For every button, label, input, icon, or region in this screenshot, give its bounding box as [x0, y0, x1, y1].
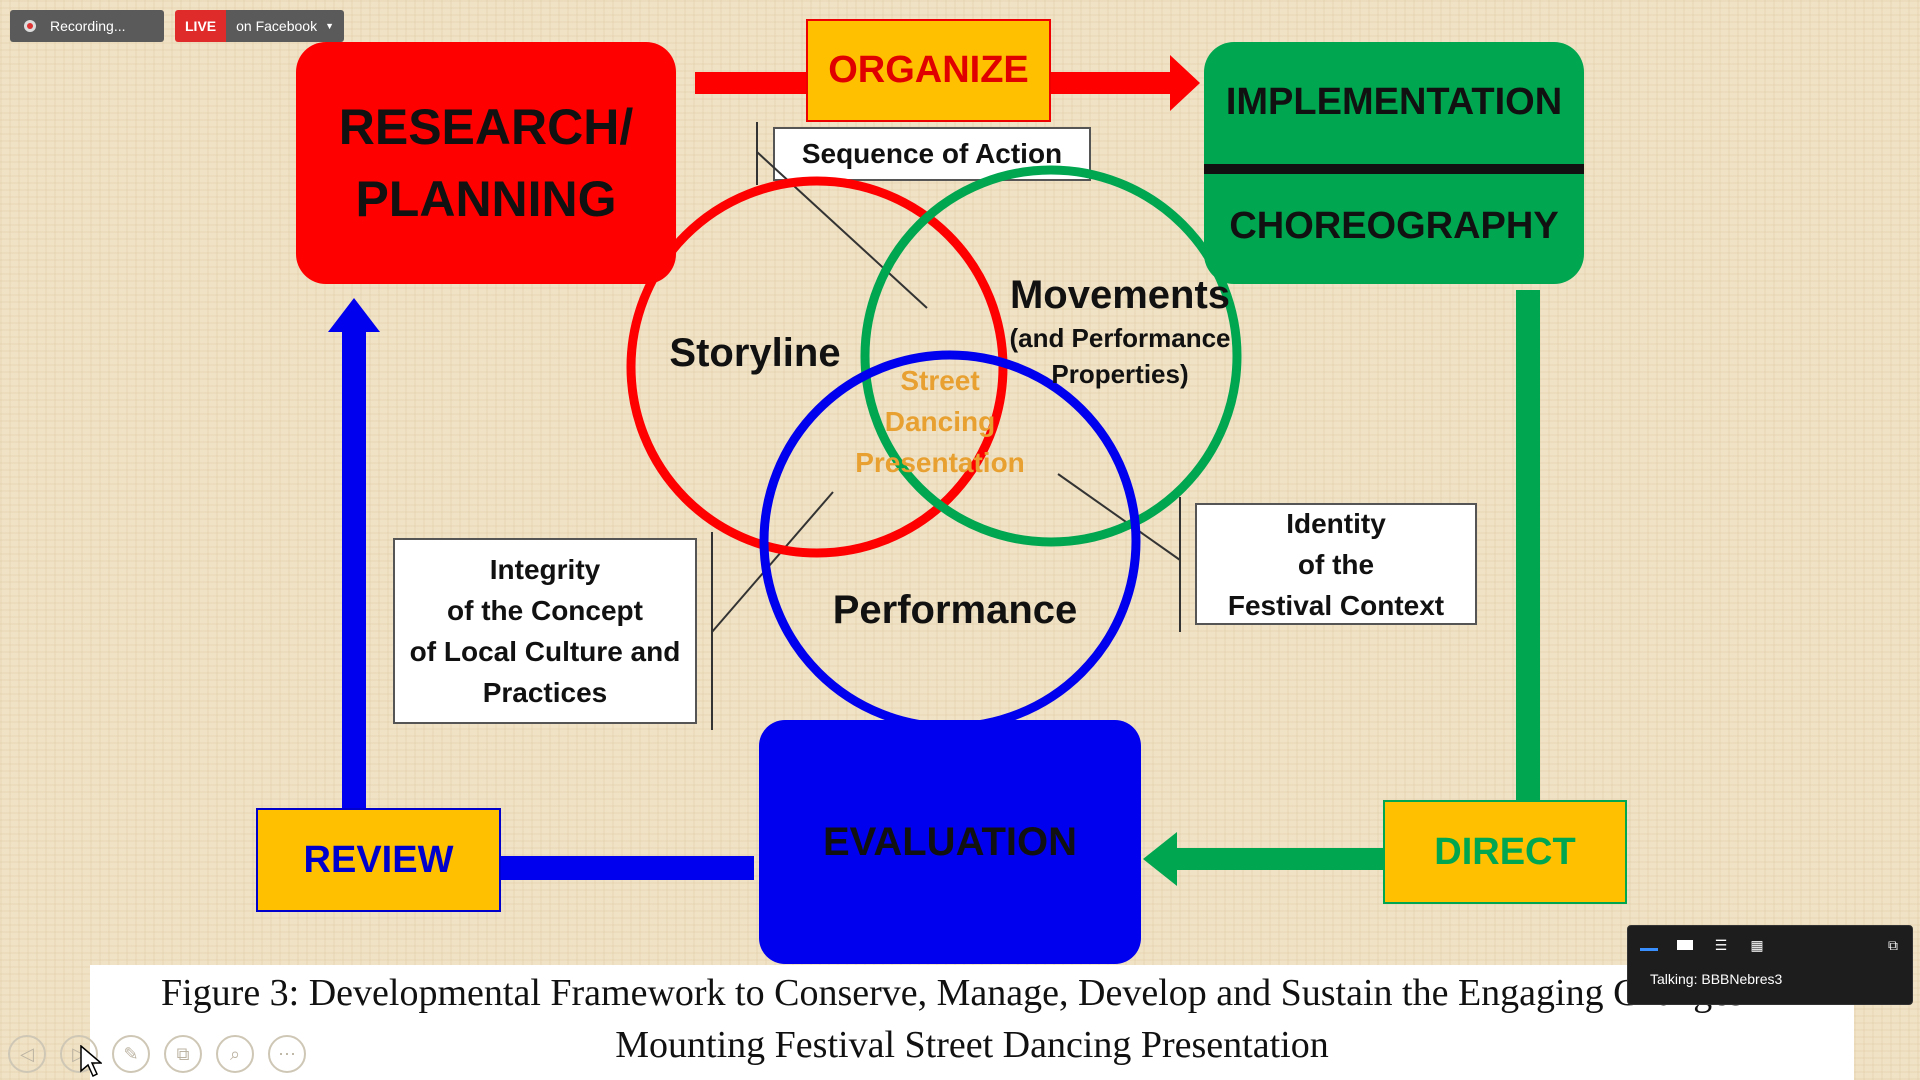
direct-label: DIRECT — [1434, 830, 1576, 873]
caption-line-1: Figure 3: Developmental Framework to Con… — [160, 972, 1784, 1014]
center-label-wrap: Street Dancing Presentation — [830, 358, 1050, 484]
minimize-view-icon[interactable] — [1640, 940, 1658, 951]
sequence-leader-line — [756, 151, 928, 309]
more-options-icon[interactable]: ⋯ — [268, 1035, 306, 1073]
recording-label: Recording... — [50, 18, 126, 34]
integrity-line-1: Integrity — [489, 554, 601, 585]
live-badge: LIVE — [175, 10, 227, 42]
identity-line-1: Identity — [1286, 507, 1386, 539]
integrity-line-2: of the Concept — [447, 595, 643, 626]
meeting-video-panel[interactable]: ☰ ▦ ⧉ Talking: BBBNebres3 — [1627, 925, 1913, 1005]
organize-label: ORGANIZE — [828, 49, 1029, 91]
center-label-3: Presentation — [855, 446, 1025, 478]
direct-arrow-shaft — [1175, 848, 1385, 870]
caret-down-icon: ▼ — [325, 21, 334, 31]
pen-icon[interactable]: ✎ — [112, 1035, 150, 1073]
storyline-label-wrap: Storyline — [650, 325, 860, 381]
integrity-line-4: Practices — [482, 677, 608, 708]
choreography-cell: CHOREOGRAPHY — [1204, 176, 1584, 276]
record-icon — [24, 20, 36, 32]
caption-line-2: Mounting Festival Street Dancing Present… — [615, 1024, 1329, 1066]
review-connector — [498, 856, 754, 880]
talking-indicator: Talking: BBBNebres3 — [1650, 971, 1783, 987]
annotation-toolbar: ◁ ▷ ✎ ⧉ ⌕ ⋯ — [8, 1035, 306, 1073]
implementation-box: IMPLEMENTATION CHOREOGRAPHY — [1204, 42, 1584, 284]
review-arrow-head — [328, 298, 380, 332]
live-stream-control[interactable]: LIVE on Facebook ▼ — [175, 10, 344, 42]
implementation-connector — [1516, 290, 1540, 810]
identity-line-2: of the — [1297, 548, 1375, 580]
live-destination-label: on Facebook — [236, 18, 318, 34]
exit-panel-icon[interactable]: ⧉ — [1888, 936, 1898, 953]
evaluation-box: EVALUATION — [759, 720, 1141, 964]
choreography-label: CHOREOGRAPHY — [1229, 204, 1559, 247]
research-planning-box: RESEARCH/ PLANNING — [296, 42, 676, 284]
planning-label: PLANNING — [355, 171, 617, 227]
direct-box: DIRECT — [1383, 800, 1627, 904]
sequence-of-action-label: Sequence of Action — [801, 138, 1063, 169]
slides-icon[interactable]: ⧉ — [164, 1035, 202, 1073]
zoom-icon[interactable]: ⌕ — [216, 1035, 254, 1073]
thumbnail-view-icon[interactable] — [1676, 938, 1694, 952]
performance-label: Performance — [832, 587, 1078, 632]
direct-arrow-head — [1143, 832, 1177, 886]
figure-caption: Figure 3: Developmental Framework to Con… — [90, 965, 1854, 1080]
divider — [1204, 164, 1584, 174]
implementation-label: IMPLEMENTATION — [1225, 80, 1563, 123]
movements-label: Movements — [1009, 273, 1231, 317]
movements-label-wrap: Movements (and Performance Properties) — [1000, 268, 1240, 394]
center-label-2: Dancing — [884, 405, 996, 437]
review-label: REVIEW — [303, 838, 454, 881]
recording-indicator[interactable]: Recording... — [10, 10, 164, 42]
gallery-view-icon[interactable]: ▦ — [1750, 936, 1764, 953]
live-destination-dropdown[interactable]: on Facebook ▼ — [226, 10, 344, 42]
evaluation-label: EVALUATION — [822, 819, 1078, 864]
center-label-1: Street — [900, 364, 980, 396]
previous-icon[interactable]: ◁ — [8, 1035, 46, 1073]
performance-label-wrap: Performance — [810, 580, 1100, 640]
identity-line-3: Festival Context — [1227, 589, 1445, 621]
speaker-view-icon[interactable]: ☰ — [1714, 936, 1728, 953]
review-arrow-shaft — [342, 330, 366, 810]
research-label: RESEARCH/ — [338, 99, 634, 155]
organize-arrow-head — [1170, 55, 1200, 111]
review-box: REVIEW — [256, 808, 501, 912]
implementation-cell: IMPLEMENTATION — [1204, 42, 1584, 162]
view-mode-bar: ☰ ▦ — [1640, 936, 1766, 953]
mouse-cursor-icon — [80, 1045, 102, 1077]
movements-sub-label-1: (and Performance — [1009, 323, 1231, 353]
integrity-leader-line — [711, 491, 834, 633]
organize-box: ORGANIZE — [806, 19, 1051, 122]
integrity-box: Integrity of the Concept of Local Cultur… — [393, 538, 697, 724]
movements-circle — [860, 165, 1242, 547]
integrity-line-3: of Local Culture and — [409, 636, 681, 667]
storyline-label: Storyline — [669, 330, 841, 375]
identity-box: Identity of the Festival Context — [1195, 503, 1477, 625]
movements-sub-label-2: Properties) — [1051, 359, 1189, 389]
identity-leader-line — [1057, 473, 1181, 561]
